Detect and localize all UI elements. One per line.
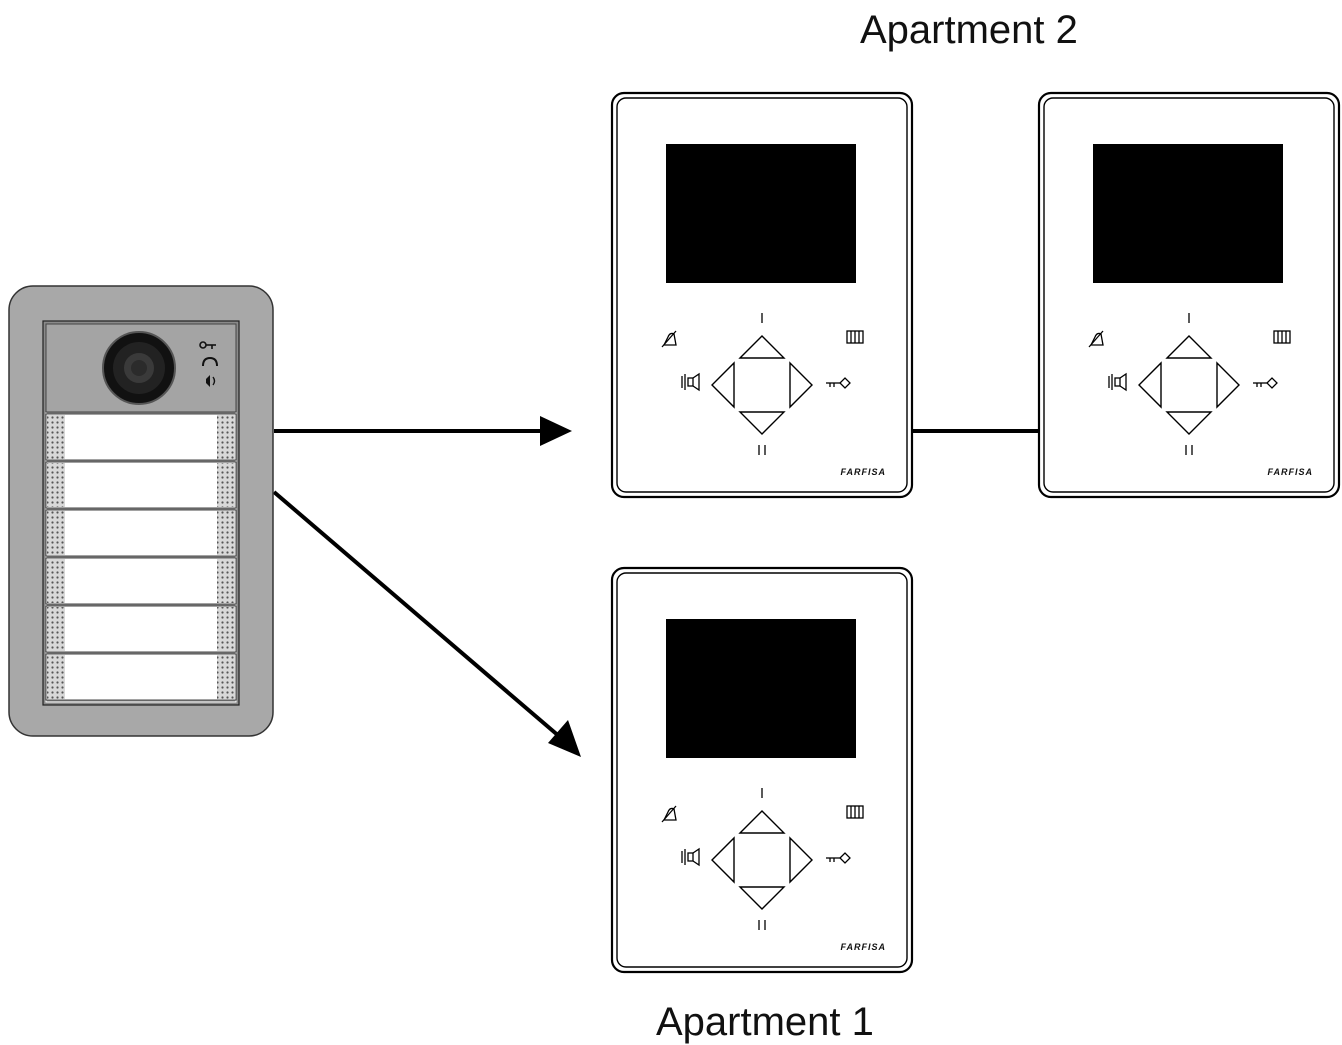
apartment-2-monitor-a: I FARFISA bbox=[610, 91, 914, 499]
name-slot[interactable] bbox=[45, 413, 237, 461]
name-slot[interactable] bbox=[45, 557, 237, 605]
arrow-to-apartment-1 bbox=[272, 490, 562, 739]
name-slot[interactable] bbox=[45, 461, 237, 509]
speaker-icon bbox=[206, 375, 216, 387]
door-panel bbox=[8, 285, 274, 737]
apartment-2-monitor-b: FARFISA bbox=[1037, 91, 1341, 499]
brand-logo: FARFISA bbox=[1267, 467, 1313, 477]
arrowhead-apartment-1 bbox=[548, 720, 581, 757]
brand-logo: FARFISA bbox=[840, 467, 886, 477]
connections bbox=[272, 416, 1040, 757]
brand-logo: FARFISA bbox=[840, 942, 886, 952]
apartment-2-label: Apartment 2 bbox=[860, 8, 1078, 52]
key-icon bbox=[199, 341, 216, 349]
apartment-1-label: Apartment 1 bbox=[656, 1000, 874, 1044]
name-slot[interactable] bbox=[45, 605, 237, 653]
apartment-1-monitor: FARFISA bbox=[610, 566, 914, 974]
name-slots bbox=[45, 413, 237, 701]
arrowhead-apartment-2 bbox=[540, 416, 572, 446]
name-slot[interactable] bbox=[45, 653, 237, 701]
handset-icon bbox=[202, 356, 218, 367]
name-slot[interactable] bbox=[45, 509, 237, 557]
